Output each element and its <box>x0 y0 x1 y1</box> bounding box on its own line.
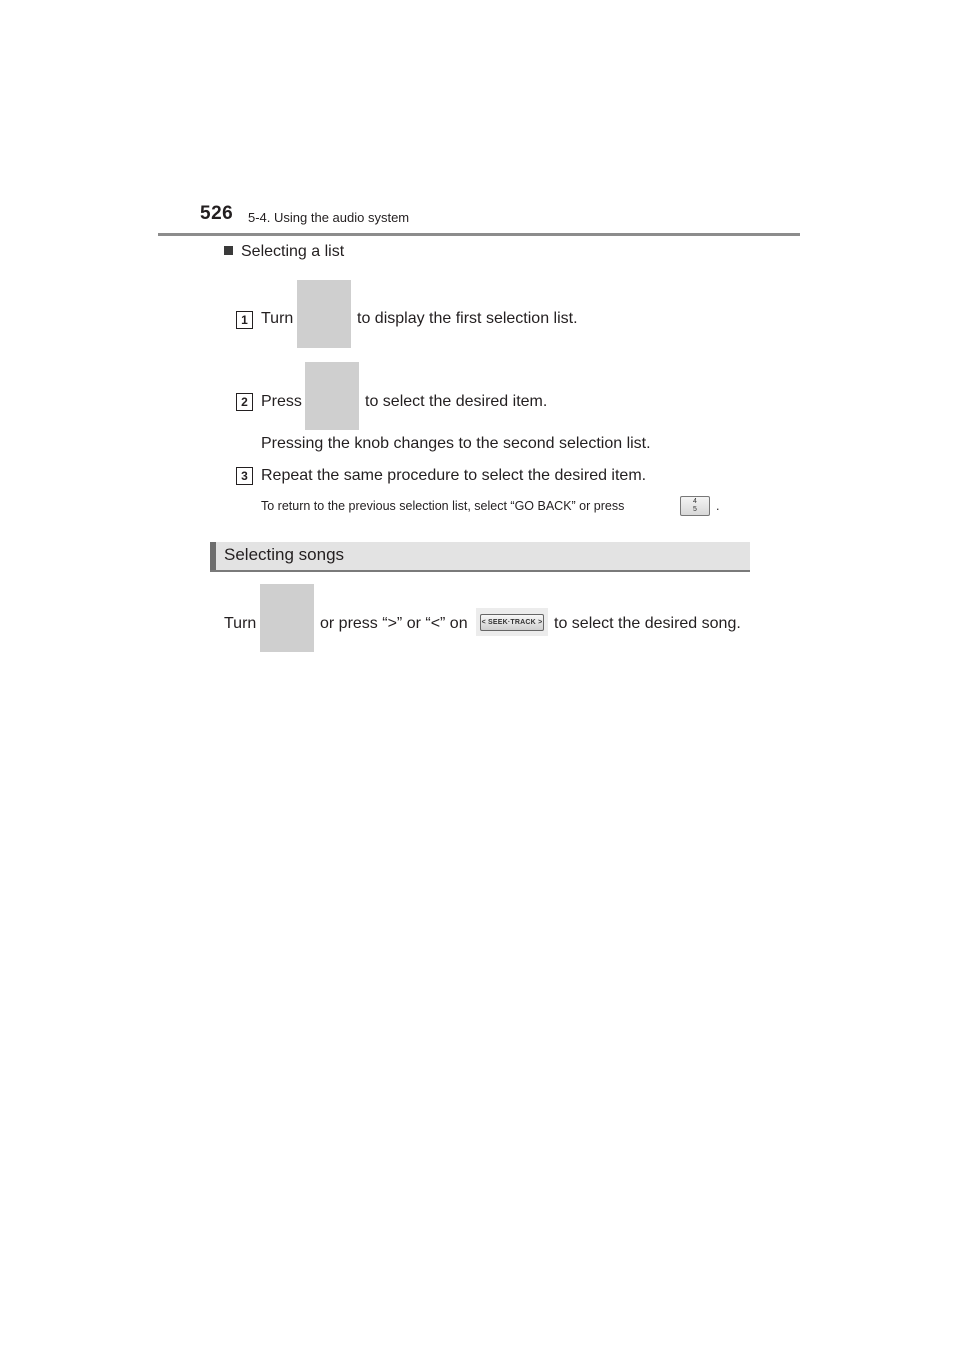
square-bullet-icon <box>224 246 233 255</box>
header-divider <box>158 233 800 236</box>
songs-text-turn: Turn <box>224 615 257 632</box>
subheading-selecting-list: Selecting a list <box>224 243 344 261</box>
step-number-1: 1 <box>236 311 253 329</box>
step-number-3: 3 <box>236 467 253 485</box>
step-1-text-before: Turn <box>261 310 294 327</box>
return-note: To return to the previous selection list… <box>261 499 625 513</box>
songs-knob-image <box>260 584 314 652</box>
step-2-text-after: to select the desired item. <box>365 393 548 410</box>
step-3-text: Repeat the same procedure to select the … <box>261 467 647 484</box>
tune-knob-image <box>297 280 351 348</box>
songs-text-select: to select the desired song. <box>554 615 741 632</box>
songs-text-or-press: or press “>” or “<” on <box>320 615 468 632</box>
back-glyph-bottom: 5 <box>693 506 697 513</box>
step-number-2: 2 <box>236 393 253 411</box>
section-band-accent <box>210 542 216 570</box>
seek-track-button-icon: < SEEK·TRACK > <box>480 614 544 631</box>
back-button-icon: 4 5 <box>680 496 710 516</box>
return-note-period: . <box>716 499 720 513</box>
section-band-underline <box>210 570 750 572</box>
section-title: 5-4. Using the audio system <box>248 210 410 225</box>
step-2-text-before: Press <box>261 393 302 410</box>
back-glyph-top: 4 <box>693 498 697 505</box>
section-band <box>210 542 750 570</box>
step-1-text-after: to display the first selection list. <box>357 310 578 327</box>
subheading-text: Selecting a list <box>241 243 345 260</box>
page-number: 526 <box>200 203 234 224</box>
step-2-note: Pressing the knob changes to the second … <box>261 435 651 452</box>
press-knob-image <box>305 362 359 430</box>
section-title-selecting-songs: Selecting songs <box>224 545 345 564</box>
back-button-glyph: 4 5 <box>681 498 709 514</box>
